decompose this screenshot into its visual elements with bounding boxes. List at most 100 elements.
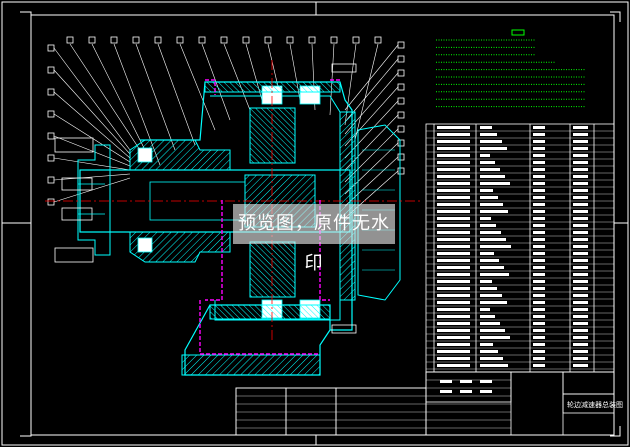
leader-line xyxy=(157,43,196,146)
parts-table-entry xyxy=(437,147,470,150)
part-balloon xyxy=(47,132,55,140)
parts-table-entry xyxy=(437,203,470,206)
parts-table-entry xyxy=(437,175,470,178)
parts-table-entry xyxy=(573,273,588,276)
parts-table-entry xyxy=(480,336,510,339)
parts-table-entry xyxy=(533,126,545,129)
parts-table-entry xyxy=(533,161,545,164)
parts-table-entry xyxy=(533,336,545,339)
lower-seal-band xyxy=(209,304,331,320)
parts-table-entry xyxy=(533,329,545,332)
parts-table-entry xyxy=(533,266,545,269)
parts-table-entry xyxy=(573,322,588,325)
title-block-entry xyxy=(460,390,472,393)
title-block xyxy=(235,371,615,436)
part-balloon xyxy=(110,36,118,44)
leader-line xyxy=(53,173,131,181)
parts-table-entry xyxy=(480,287,497,290)
drawing-title: 轮边减速器总装图 xyxy=(567,401,623,409)
part-balloon xyxy=(47,88,55,96)
part-balloon xyxy=(47,44,55,52)
part-balloon xyxy=(47,198,55,206)
parts-table-entry xyxy=(480,210,508,213)
parts-table-entry xyxy=(437,287,470,290)
parts-table-entry xyxy=(573,182,588,185)
parts-table-entry xyxy=(480,301,507,304)
parts-table-entry xyxy=(437,301,470,304)
parts-table-entry xyxy=(480,364,508,367)
parts-table-entry xyxy=(480,196,498,199)
parts-table-entry xyxy=(437,238,470,241)
parts-table-entry xyxy=(437,224,470,227)
title-block-cell xyxy=(335,387,427,436)
parts-table-entry xyxy=(437,140,470,143)
parts-table-entry xyxy=(533,315,545,318)
parts-table-entry xyxy=(480,238,506,241)
parts-table-entry xyxy=(480,280,492,283)
wheel-flange xyxy=(77,144,111,256)
parts-table-entry xyxy=(573,294,588,297)
leader-line xyxy=(53,157,131,171)
parts-table-entry xyxy=(573,259,588,262)
part-balloon xyxy=(242,36,250,44)
parts-table-entry xyxy=(437,154,470,157)
parts-table-entry xyxy=(437,133,470,136)
parts-table-entry xyxy=(573,203,588,206)
part-balloon xyxy=(132,36,140,44)
parts-table-entry xyxy=(480,140,502,143)
part-balloon xyxy=(374,36,382,44)
parts-table-entry xyxy=(573,315,588,318)
leader-line xyxy=(354,43,379,141)
parts-table-entry xyxy=(437,308,470,311)
parts-table-entry xyxy=(437,196,470,199)
parts-table-entry xyxy=(573,126,588,129)
parts-table-entry xyxy=(480,182,510,185)
parts-table-entry xyxy=(437,189,470,192)
parts-table-entry xyxy=(573,175,588,178)
part-balloon xyxy=(397,83,405,91)
part-balloon xyxy=(47,154,55,162)
parts-table-entry xyxy=(533,224,545,227)
part-balloon xyxy=(176,36,184,44)
part-balloon xyxy=(397,111,405,119)
parts-table-entry xyxy=(480,357,503,360)
part-balloon xyxy=(47,66,55,74)
parts-table-entry xyxy=(480,343,493,346)
parts-table-entry xyxy=(533,182,545,185)
parts-table-entry xyxy=(480,224,496,227)
parts-table-entry xyxy=(480,161,495,164)
technical-notes xyxy=(436,39,586,108)
part-balloon xyxy=(397,69,405,77)
parts-table-entry xyxy=(437,161,470,164)
notes-heading-box xyxy=(511,29,525,36)
title-block-cell xyxy=(562,371,615,395)
parts-table-entry xyxy=(480,175,505,178)
parts-table-entry xyxy=(437,266,470,269)
parts-table-entry xyxy=(437,336,470,339)
title-block-cell xyxy=(510,371,564,436)
parts-table-entry xyxy=(437,252,470,255)
parts-table-entry xyxy=(533,350,545,353)
parts-table-entry xyxy=(480,350,498,353)
parts-table-entry xyxy=(437,168,470,171)
part-balloon xyxy=(397,139,405,147)
part-balloon xyxy=(88,36,96,44)
parts-table-entry xyxy=(480,259,499,262)
parts-table-entry xyxy=(437,259,470,262)
parts-table-entry xyxy=(573,364,588,367)
parts-table-entry xyxy=(533,273,545,276)
parts-table-entry xyxy=(533,301,545,304)
part-balloon xyxy=(308,36,316,44)
parts-table-entry xyxy=(533,154,545,157)
leader-line xyxy=(53,69,131,155)
part-balloon xyxy=(220,36,228,44)
parts-table-entry xyxy=(437,322,470,325)
title-block-entry xyxy=(460,380,472,383)
brake-drum xyxy=(357,124,401,301)
parts-table-entry xyxy=(480,266,504,269)
parts-table-entry xyxy=(533,133,545,136)
parts-table-entry xyxy=(437,364,470,367)
leader-line xyxy=(53,135,131,167)
part-balloon xyxy=(397,153,405,161)
wheel-bolts xyxy=(54,137,105,263)
